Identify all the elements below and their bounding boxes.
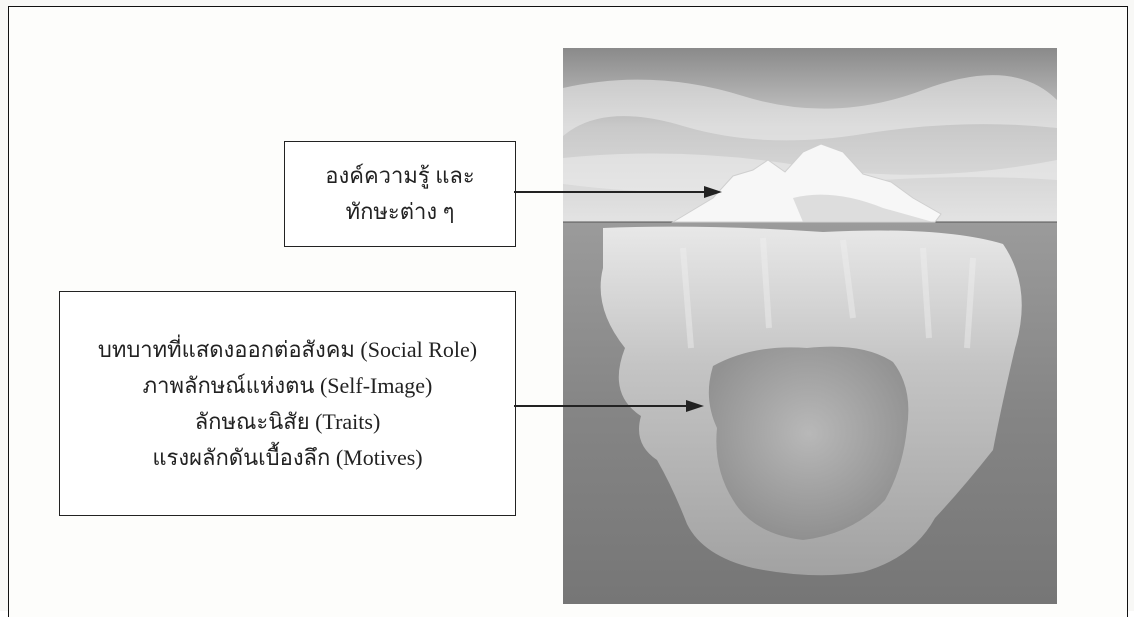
iceberg-hollow xyxy=(708,346,909,540)
bottom-label-line-2: ภาพลักษณ์แห่งตน (Self-Image) xyxy=(142,372,433,398)
bottom-label-line-4: แรงผลักดันเบื้องลึก (Motives) xyxy=(152,444,423,470)
bottom-label-box: บทบาทที่แสดงออกต่อสังคม (Social Role) ภา… xyxy=(59,291,516,516)
bottom-label-line-3: ลักษณะนิสัย (Traits) xyxy=(194,408,381,434)
iceberg-tip xyxy=(671,143,942,223)
top-label-line-2: ทักษะต่าง ๆ xyxy=(345,199,455,224)
top-label-box: องค์ความรู้ และ ทักษะต่าง ๆ xyxy=(284,141,516,247)
iceberg-tip-shade xyxy=(793,194,933,222)
bottom-label-line-1: บทบาทที่แสดงออกต่อสังคม (Social Role) xyxy=(97,336,478,362)
top-label-line-1: องค์ความรู้ และ xyxy=(325,163,475,188)
ice-streaks xyxy=(680,237,976,349)
iceberg-illustration xyxy=(563,48,1057,604)
cloud-band xyxy=(563,75,1057,141)
